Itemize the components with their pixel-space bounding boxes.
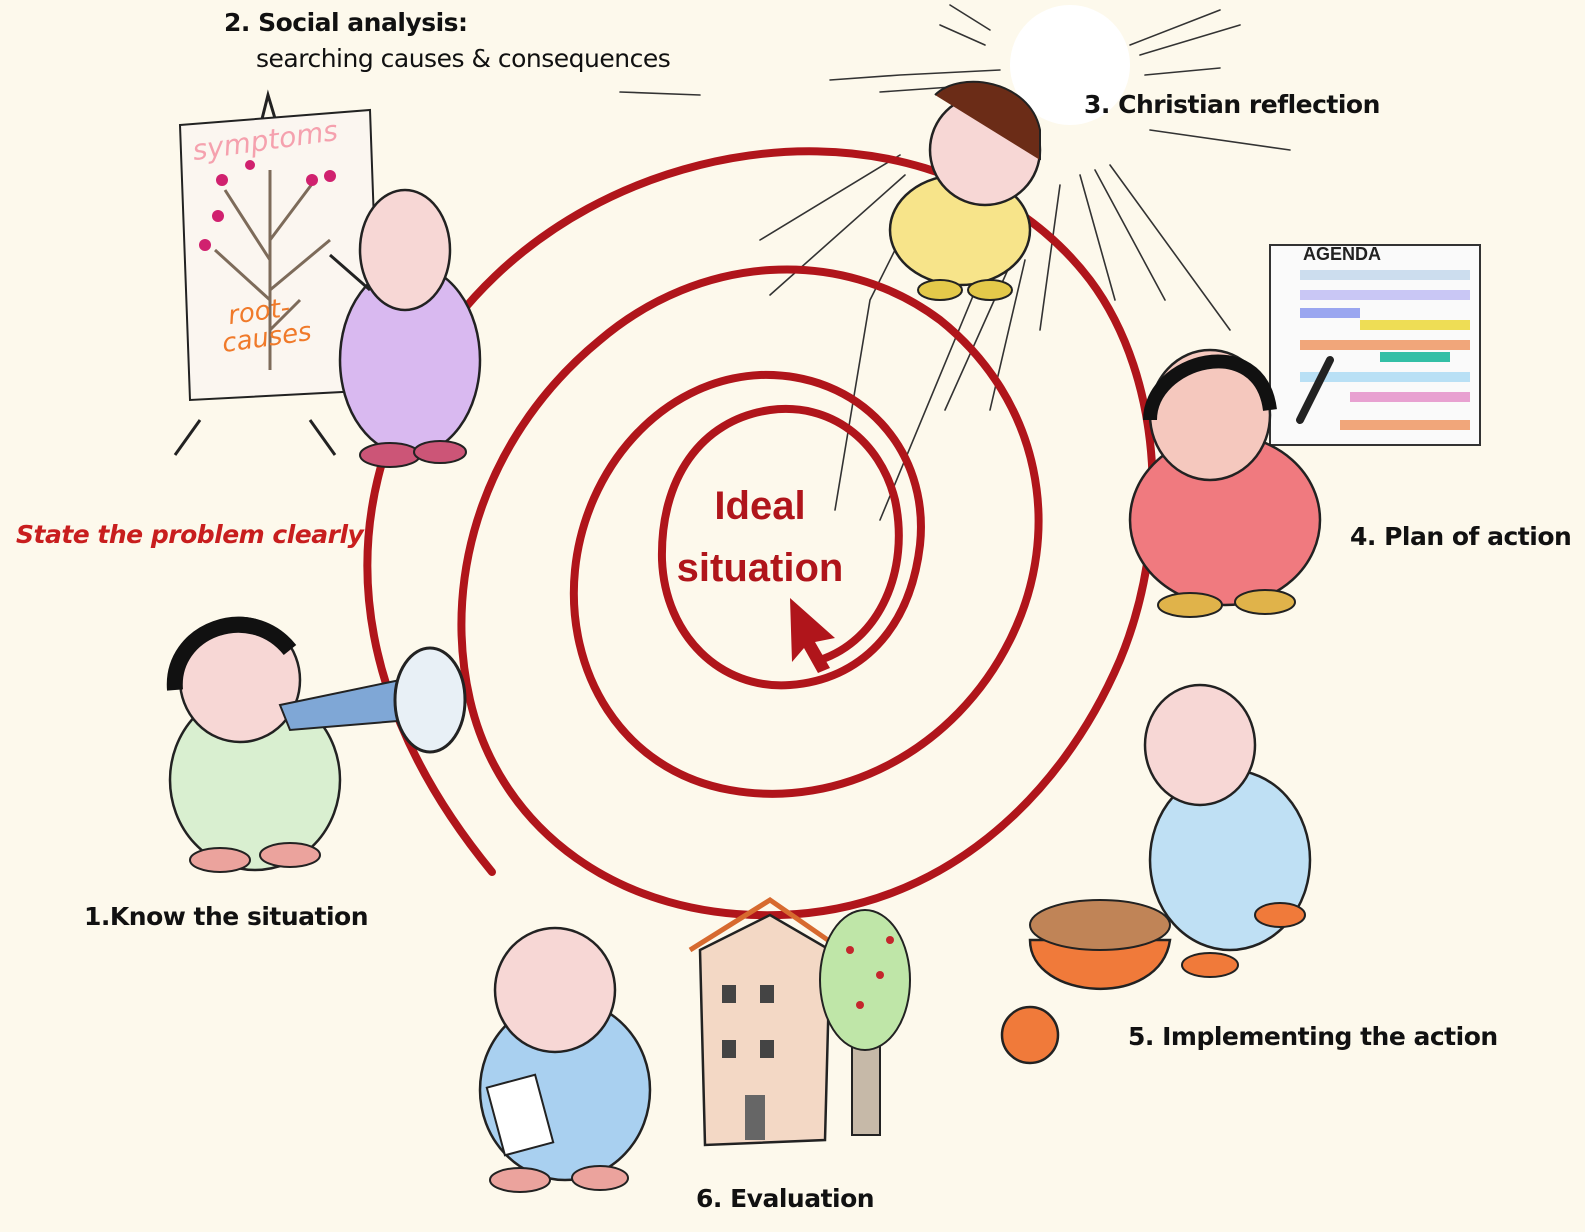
- sun-icon: [1010, 5, 1130, 125]
- planner-figure: [1128, 348, 1334, 618]
- center-line-2: situation: [676, 546, 844, 590]
- house-icon: [688, 897, 837, 1147]
- agenda-title: AGENDA: [1303, 244, 1382, 264]
- center-arrow-icon: [790, 598, 835, 673]
- step-5-label: 5. Implementing the action: [1128, 1022, 1498, 1051]
- step-2-title: 2. Social analysis:: [224, 8, 468, 37]
- tree-icon: [819, 909, 911, 1136]
- step-1-label: 1.Know the situation: [84, 902, 369, 931]
- step-3-label: 3. Christian reflection: [1084, 90, 1380, 119]
- teacher-figure: [329, 188, 482, 468]
- ideal-situation-label: Ideal situation: [660, 475, 860, 599]
- step-2-subtitle: searching causes & consequences: [256, 44, 671, 73]
- telescope-figure: [166, 616, 467, 873]
- state-problem-note: State the problem clearly: [16, 520, 364, 549]
- center-line-1: Ideal: [714, 484, 806, 528]
- wheelbarrow-figure: [1000, 683, 1312, 1065]
- praying-figure: [888, 80, 1042, 301]
- evaluation-figure: [478, 926, 652, 1193]
- step-4-label: 4. Plan of action: [1350, 522, 1572, 551]
- step-6-label: 6. Evaluation: [696, 1184, 875, 1213]
- flipchart-illustration: [173, 89, 382, 456]
